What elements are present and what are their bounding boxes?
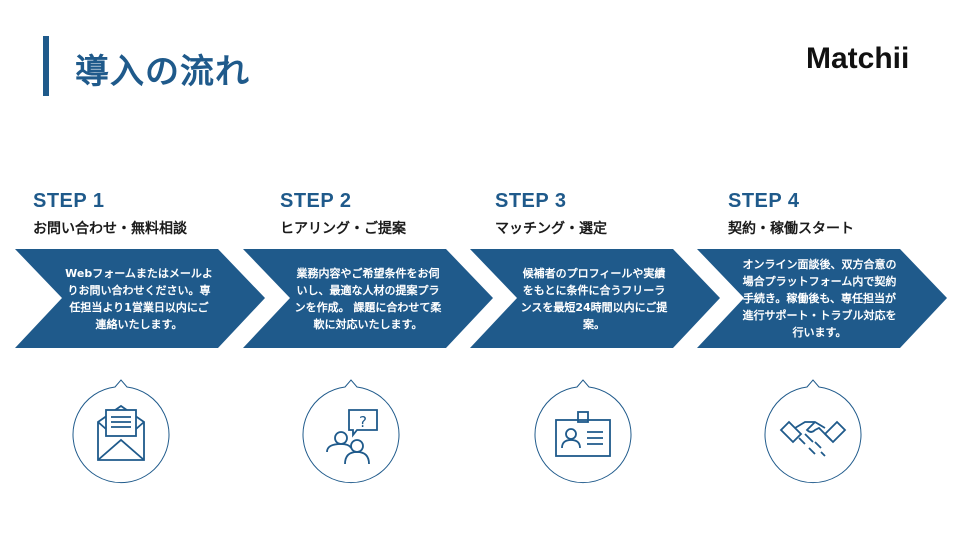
step-2-heading: STEP 2 ヒアリング・ご提案 [280, 190, 406, 238]
step-number: STEP 4 [728, 190, 800, 212]
step-2-description: 業務内容やご希望条件をお伺いし、最適な人材の提案プランを作成。 課題に合わせて柔… [294, 266, 442, 331]
step-name: マッチング・選定 [495, 221, 607, 237]
step-number: STEP 3 [495, 190, 567, 212]
envelope-icon [72, 379, 170, 484]
step-1-description: Webフォームまたはメールよりお問い合わせください。専任担当より1営業日以内にご… [65, 266, 213, 331]
step-4-heading: STEP 4 契約・稼働スタート [728, 190, 854, 238]
step-3-description: 候補者のプロフィールや実績をもとに条件に合うフリーランスを最短24時間以内にご提… [520, 266, 668, 331]
chevron-step-1 [15, 249, 265, 348]
step-number: STEP 1 [33, 190, 105, 212]
consultation-icon: ? [302, 379, 400, 484]
step-number: STEP 2 [280, 190, 352, 212]
handshake-icon [764, 379, 862, 484]
logo: Matchii [806, 42, 910, 75]
title-accent-bar [43, 36, 49, 96]
page-title: 導入の流れ [75, 52, 250, 92]
step-4-description: オンライン面談後、双方合意の場合プラットフォーム内で契約手続き。稼働後も、専任担… [742, 258, 897, 339]
chevron-step-3 [470, 249, 720, 348]
id-card-icon [534, 379, 632, 484]
step-3-heading: STEP 3 マッチング・選定 [495, 190, 607, 238]
svg-text:?: ? [359, 413, 367, 431]
step-1-heading: STEP 1 お問い合わせ・無料相談 [33, 190, 187, 238]
step-name: お問い合わせ・無料相談 [33, 221, 187, 237]
step-name: 契約・稼働スタート [728, 221, 854, 237]
chevron-step-2 [243, 249, 493, 348]
chevron-step-4 [697, 249, 947, 348]
step-name: ヒアリング・ご提案 [280, 221, 406, 237]
